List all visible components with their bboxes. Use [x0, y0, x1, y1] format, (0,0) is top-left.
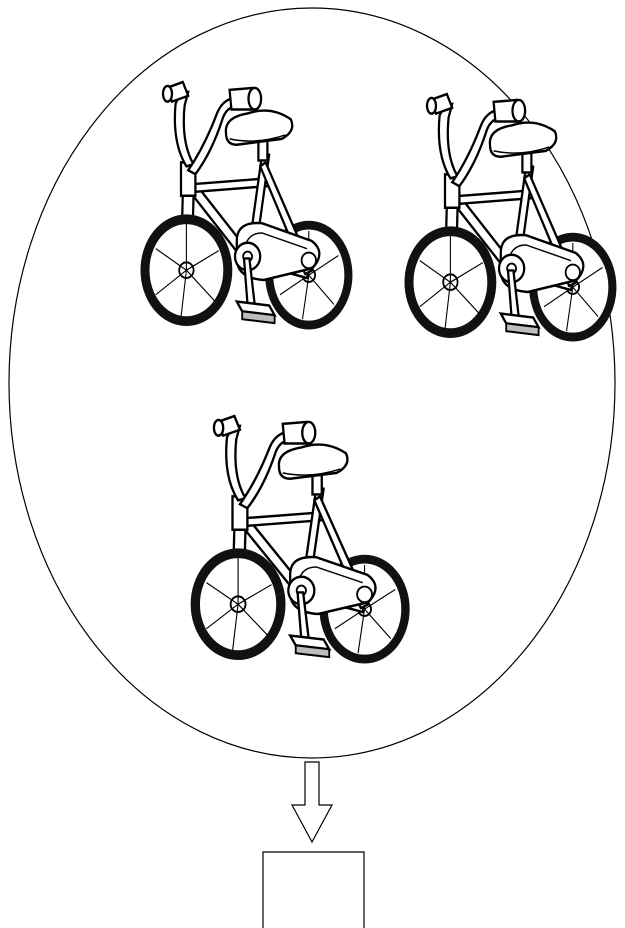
down-arrow	[292, 762, 332, 842]
answer-box[interactable]	[263, 852, 364, 928]
